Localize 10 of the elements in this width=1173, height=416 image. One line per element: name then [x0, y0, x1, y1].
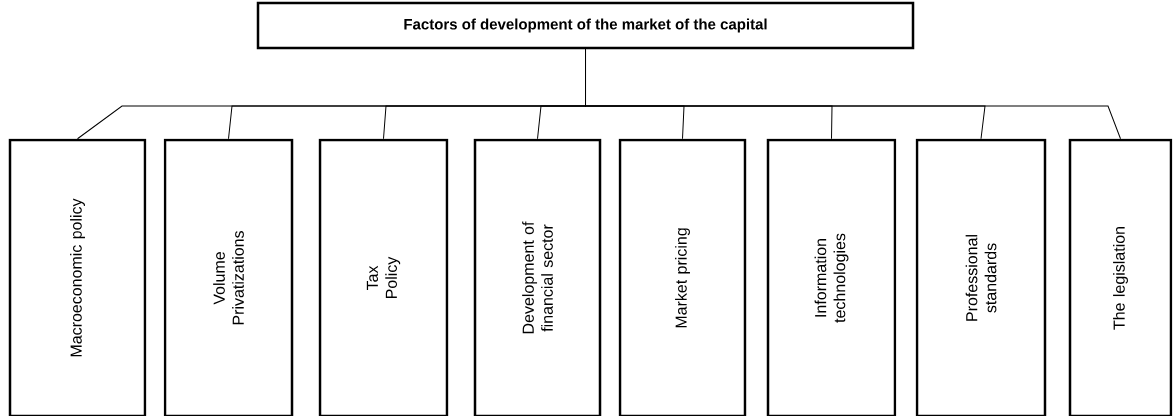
factor-box: Development of financial sector — [473, 138, 602, 416]
factor-box: Market pricing — [618, 138, 747, 416]
factor-box: Tax Policy — [318, 138, 449, 416]
factor-box: Professional standards — [915, 138, 1047, 416]
factor-box: Volume Privatizations — [163, 138, 294, 416]
title-box: Factors of development of the market of the capital — [256, 1, 915, 50]
factor-box: Macroeconomic policy — [8, 138, 147, 416]
factor-box: Information technologies — [766, 138, 897, 416]
connector — [585, 48, 1121, 140]
factor-box: The legislation — [1068, 138, 1173, 416]
